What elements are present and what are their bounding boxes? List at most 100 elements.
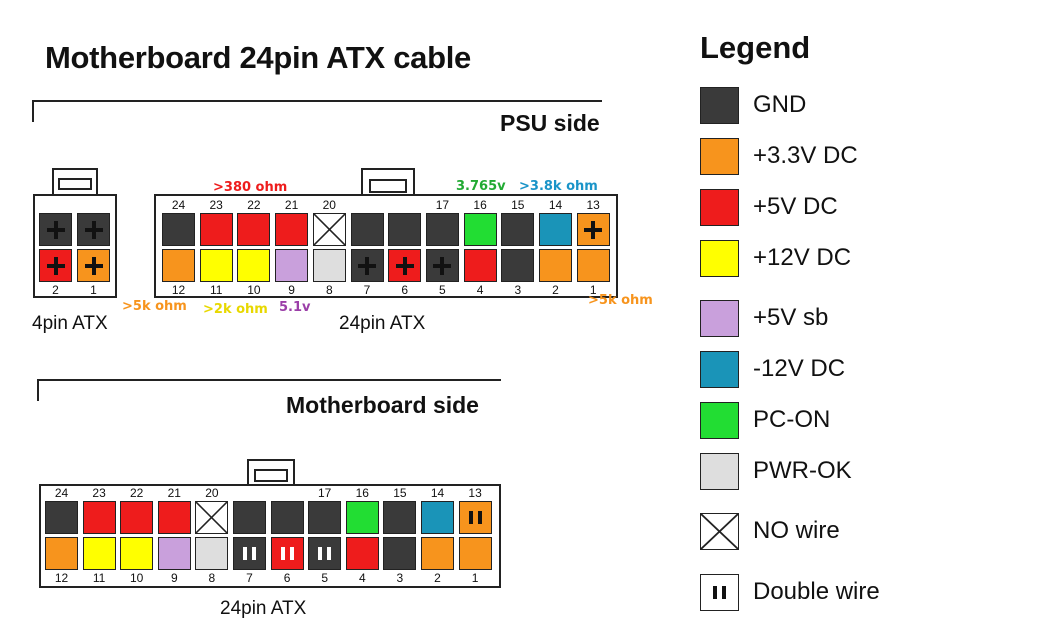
annot-380ohm: >380 ohm	[213, 180, 288, 195]
pin-top-11	[576, 213, 610, 246]
pin-number: 24	[171, 198, 186, 212]
pin-number: 8	[325, 283, 333, 297]
pin-bottom-9	[383, 537, 417, 570]
pin-bottom-3	[275, 249, 309, 282]
pin-bottom-1	[82, 537, 116, 570]
pin-number: 6	[401, 283, 409, 297]
legend-label: GND	[753, 91, 807, 118]
pin-number: 1	[589, 283, 597, 297]
pin-bottom-6	[388, 249, 422, 282]
pin-number: 7	[363, 283, 371, 297]
legend-label: Double wire	[753, 578, 880, 605]
pin-number: 2	[552, 283, 559, 297]
pin-top-6	[270, 501, 304, 534]
pin-number: 9	[170, 571, 178, 585]
pin-number: 14	[548, 198, 563, 212]
pin-top-7	[308, 501, 342, 534]
pin-number: 6	[283, 571, 291, 585]
legend-swatch	[700, 300, 739, 337]
legend-label: PWR-OK	[753, 457, 852, 484]
pin-top-8	[345, 501, 379, 534]
pin-top-3	[275, 213, 309, 246]
pin-number: 2	[52, 283, 59, 297]
pin-bottom-11	[576, 249, 610, 282]
pin-number: 12	[54, 571, 69, 585]
pin-bottom-1	[199, 249, 233, 282]
pin-number: 10	[247, 283, 261, 297]
no-wire-x-icon	[701, 514, 738, 549]
legend-label: +12V DC	[753, 244, 852, 271]
psu24-label: 24pin ATX	[339, 313, 426, 334]
pin-top-1	[199, 213, 233, 246]
pin-bottom-10	[421, 537, 454, 570]
plus-key-icon	[84, 220, 103, 239]
pin-number: 3	[396, 571, 404, 585]
pin-number: 17	[435, 198, 450, 212]
pin-bottom-3	[157, 537, 191, 570]
pin-top-9	[501, 213, 535, 246]
page-title: Motherboard 24pin ATX cable	[45, 40, 471, 75]
annot-38kohm: >3.8k ohm	[519, 179, 598, 194]
pin-number: 21	[284, 198, 299, 212]
pin-number: 4	[358, 571, 366, 585]
pin-top-10	[539, 213, 572, 246]
pin4-bottom-1	[77, 249, 110, 282]
pin-number: 22	[130, 486, 144, 500]
pin-bottom-9	[501, 249, 535, 282]
legend-label: PC-ON	[753, 406, 831, 433]
annot-3765v: 3.765v	[456, 179, 506, 194]
plus-key-icon	[84, 256, 103, 275]
pin-bottom-11	[458, 537, 492, 570]
legend-swatch	[700, 513, 739, 550]
pin-bottom-2	[120, 537, 154, 570]
pin-number: 7	[246, 571, 253, 585]
legend-label: -12V DC	[753, 355, 846, 382]
pin4-bottom-0	[39, 249, 72, 282]
plus-key-icon	[395, 256, 414, 275]
pin-bottom-6	[270, 537, 304, 570]
pin-bottom-4	[312, 249, 346, 282]
plus-key-icon	[46, 220, 65, 239]
pin-number: 9	[288, 283, 295, 297]
pin-number: 16	[355, 486, 369, 500]
pin-number: 23	[209, 198, 223, 212]
pin-number: 22	[247, 198, 261, 212]
mb-side-label: Motherboard side	[286, 392, 479, 418]
pin-number: 23	[92, 486, 106, 500]
pin-bottom-8	[345, 537, 379, 570]
pin-number: 5	[321, 571, 329, 585]
psu-side-bracket	[32, 100, 602, 122]
pin-top-0	[162, 213, 195, 246]
pin-number: 15	[393, 486, 407, 500]
annot-5kohm-left: >5k ohm	[122, 299, 187, 314]
mb-side-bracket	[37, 379, 501, 401]
pin-number: 20	[205, 486, 219, 500]
pin-top-6	[388, 213, 422, 246]
latch-4pin	[52, 168, 98, 196]
mb24-label: 24pin ATX	[220, 598, 307, 619]
pin-bottom-2	[237, 249, 271, 282]
legend-title: Legend	[700, 30, 811, 65]
plus-key-icon	[584, 220, 603, 239]
pin-bottom-0	[45, 537, 78, 570]
pin-number: 11	[209, 283, 223, 297]
pin-number: 5	[439, 283, 446, 297]
pin-bottom-10	[539, 249, 572, 282]
pin-number: 17	[318, 486, 332, 500]
pin4-top-1	[77, 213, 110, 246]
pin-number: 11	[92, 571, 106, 585]
pin-number: 16	[473, 198, 487, 212]
pin-top-0	[45, 501, 78, 534]
pin-bottom-0	[162, 249, 195, 282]
no-wire-x-icon	[313, 214, 345, 245]
double-wire-icon	[468, 511, 482, 524]
pin-number: 1	[471, 571, 479, 585]
annot-5kohm-right: >5k ohm	[588, 293, 653, 308]
pin4-top-0	[39, 213, 72, 246]
pin-number: 14	[430, 486, 445, 500]
connector-24pin-mb	[39, 484, 501, 588]
atx4-label: 4pin ATX	[32, 313, 108, 334]
legend-swatch	[700, 574, 739, 611]
legend-swatch	[700, 240, 739, 277]
pin-bottom-7	[425, 249, 459, 282]
